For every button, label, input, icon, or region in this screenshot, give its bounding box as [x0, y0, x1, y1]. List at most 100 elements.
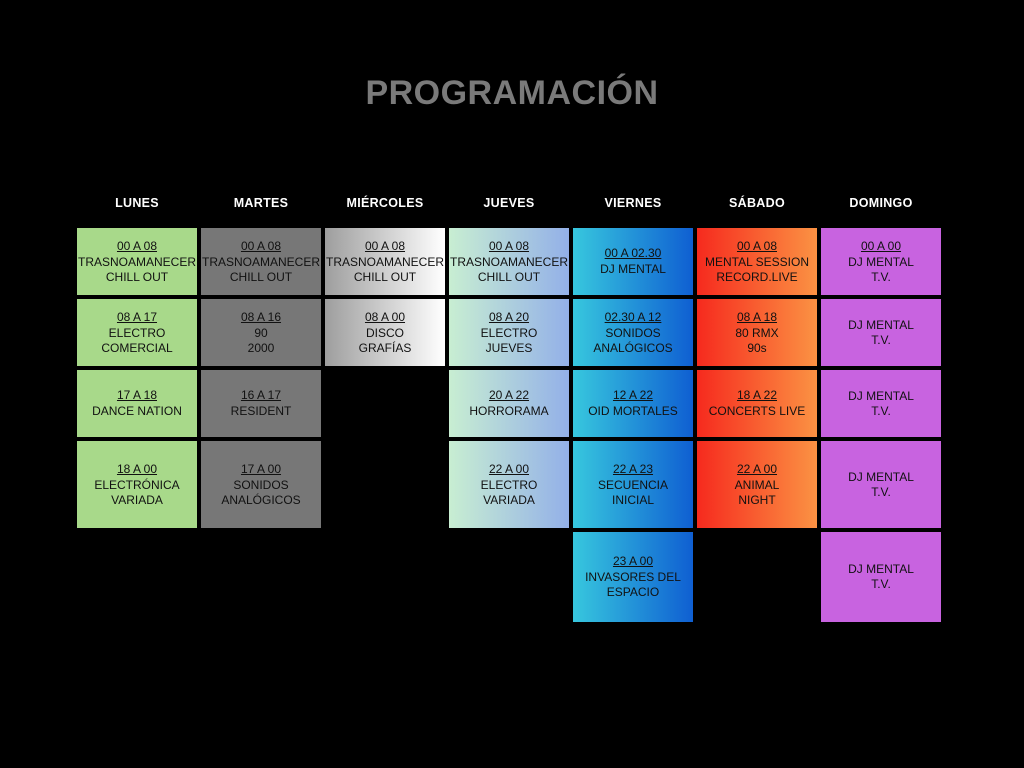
slot-label: ELECTRO [108, 325, 166, 340]
slot-label: NIGHT [738, 492, 776, 507]
slot-label: COMERCIAL [101, 340, 173, 355]
slot-time: 00 A 02.30 [604, 246, 662, 260]
slot-label: DJ MENTAL [848, 388, 914, 403]
slot-time: 08 A 00 [364, 309, 406, 324]
slot-label: ELECTRÓNICA [94, 477, 180, 492]
slot-time: 00 A 08 [736, 238, 778, 253]
slot-label: RECORD.LIVE [716, 269, 798, 284]
schedule-cell-empty [325, 532, 445, 622]
slot-label: DJ MENTAL [600, 262, 666, 276]
schedule-cell-empty [77, 532, 197, 622]
slot-time: 02.30 A 12 [604, 309, 662, 324]
schedule-cell-sabado-3[interactable]: 18 A 22 CONCERTS LIVE [697, 370, 817, 437]
slot-label: TRASNOAMANECER [326, 254, 445, 269]
slot-label: ELECTRO [480, 477, 538, 492]
schedule-cell-empty [697, 532, 817, 622]
slot-label: GRAFÍAS [358, 340, 412, 355]
slot-label: OID MORTALES [588, 404, 678, 418]
day-header-domingo: DOMINGO [849, 196, 913, 210]
slot-label: 90s [747, 340, 767, 355]
slot-label: ANALÓGICOS [221, 492, 301, 507]
slot-time: 08 A 17 [116, 309, 158, 324]
day-header-jueves: JUEVES [483, 196, 535, 210]
slot-label: DJ MENTAL [848, 562, 914, 576]
slot-label: ESPACIO [606, 585, 660, 599]
schedule-cell-viernes-1[interactable]: 00 A 02.30 DJ MENTAL [573, 228, 693, 295]
slot-time: 22 A 00 [488, 461, 530, 476]
slot-label: CONCERTS LIVE [708, 404, 806, 418]
slot-time: 16 A 17 [240, 388, 282, 402]
slot-label: INICIAL [611, 492, 654, 507]
slot-label: ANIMAL [734, 477, 780, 492]
slot-label: TRASNOAMANECER [202, 254, 321, 269]
day-header-lunes: LUNES [115, 196, 159, 210]
slot-label: DANCE NATION [92, 404, 182, 418]
schedule-cell-viernes-3[interactable]: 12 A 22 OID MORTALES [573, 370, 693, 437]
day-header-miercoles: MIÉRCOLES [346, 196, 424, 210]
schedule-cell-empty [201, 532, 321, 622]
slot-label: 80 RMX [735, 325, 779, 340]
slot-time: 22 A 00 [736, 461, 778, 476]
slot-time: 18 A 22 [736, 388, 778, 402]
slot-label: HORRORAMA [469, 404, 549, 418]
day-header-sabado: SÁBADO [729, 196, 785, 210]
slot-time: 00 A 00 [860, 238, 902, 253]
slot-label: T.V. [871, 577, 891, 591]
day-header-viernes: VIERNES [604, 196, 662, 210]
schedule-cell-lunes-3[interactable]: 17 A 18 DANCE NATION [77, 370, 197, 437]
slot-time: 08 A 18 [736, 309, 778, 324]
slot-label: MENTAL SESSION [704, 254, 810, 269]
slot-time: 00 A 08 [240, 238, 282, 253]
slot-time: 17 A 00 [240, 461, 282, 476]
slot-time: 23 A 00 [612, 554, 654, 568]
slot-label: DJ MENTAL [848, 317, 914, 332]
slot-label: SONIDOS [233, 477, 289, 492]
slot-time: 12 A 22 [612, 388, 654, 402]
slot-label: CHILL OUT [477, 269, 541, 284]
slot-time: 17 A 18 [116, 388, 158, 402]
slot-time: 00 A 08 [364, 238, 406, 253]
slot-label: TRASNOAMANECER [450, 254, 569, 269]
slot-label: INVASORES DEL [585, 570, 681, 584]
slot-time: 08 A 16 [240, 309, 282, 324]
slot-label: T.V. [871, 484, 891, 499]
page-title: PROGRAMACIÓN [365, 74, 659, 112]
slot-label: 90 [254, 325, 268, 340]
slot-label: T.V. [871, 403, 891, 418]
slot-label: CHILL OUT [105, 269, 169, 284]
slot-time: 18 A 00 [116, 461, 158, 476]
schedule-cell-empty [449, 532, 569, 622]
